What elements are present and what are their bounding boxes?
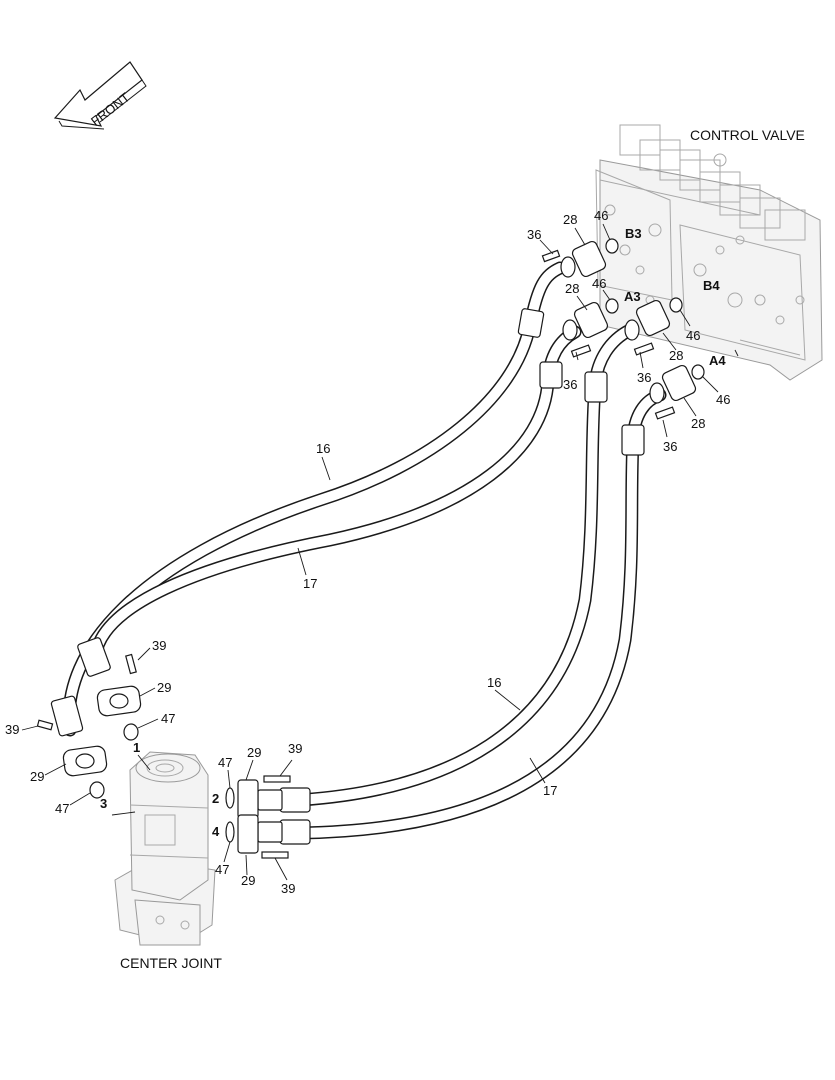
center-joint-title: CENTER JOINT <box>120 955 222 971</box>
front-arrow-icon: FRONT <box>53 61 147 130</box>
port-a4: A4 <box>709 353 726 368</box>
callout-29: 29 <box>241 873 255 888</box>
port-1: 1 <box>133 740 140 755</box>
callout-47: 47 <box>215 862 229 877</box>
joint-flanges <box>36 653 291 859</box>
hose-16-upper <box>62 261 567 737</box>
port-b4: B4 <box>703 278 720 293</box>
leader-lines <box>21 223 739 881</box>
callout-29: 29 <box>157 680 171 695</box>
hose-17-lower <box>293 388 667 840</box>
callout-28: 28 <box>563 212 577 227</box>
callout-46: 46 <box>592 276 606 291</box>
port-4: 4 <box>212 824 220 839</box>
callout-39: 39 <box>281 881 295 896</box>
callout-28: 28 <box>691 416 705 431</box>
callout-28: 28 <box>669 348 683 363</box>
callout-39: 39 <box>288 741 302 756</box>
callout-46: 46 <box>594 208 608 223</box>
callout-47: 47 <box>218 755 232 770</box>
callout-29: 29 <box>247 745 261 760</box>
callout-17: 17 <box>543 783 557 798</box>
callout-36: 36 <box>527 227 541 242</box>
callout-17: 17 <box>303 576 317 591</box>
callout-39: 39 <box>152 638 166 653</box>
callout-46: 46 <box>716 392 730 407</box>
callout-47: 47 <box>55 801 69 816</box>
callout-46: 46 <box>686 328 700 343</box>
port-3: 3 <box>100 796 107 811</box>
port-2: 2 <box>212 791 219 806</box>
callout-47: 47 <box>161 711 175 726</box>
callout-28: 28 <box>565 281 579 296</box>
control-valve-title: CONTROL VALVE <box>690 127 805 143</box>
callout-16: 16 <box>316 441 330 456</box>
center-joint-drawing <box>114 751 216 946</box>
callout-36: 36 <box>637 370 651 385</box>
callout-39: 39 <box>5 722 19 737</box>
callout-36: 36 <box>663 439 677 454</box>
callout-36: 36 <box>563 377 577 392</box>
callout-16: 16 <box>487 675 501 690</box>
control-valve-drawing <box>595 124 823 381</box>
callout-29: 29 <box>30 769 44 784</box>
valve-flanges <box>541 238 705 420</box>
port-b3: B3 <box>625 226 642 241</box>
port-a3: A3 <box>624 289 641 304</box>
